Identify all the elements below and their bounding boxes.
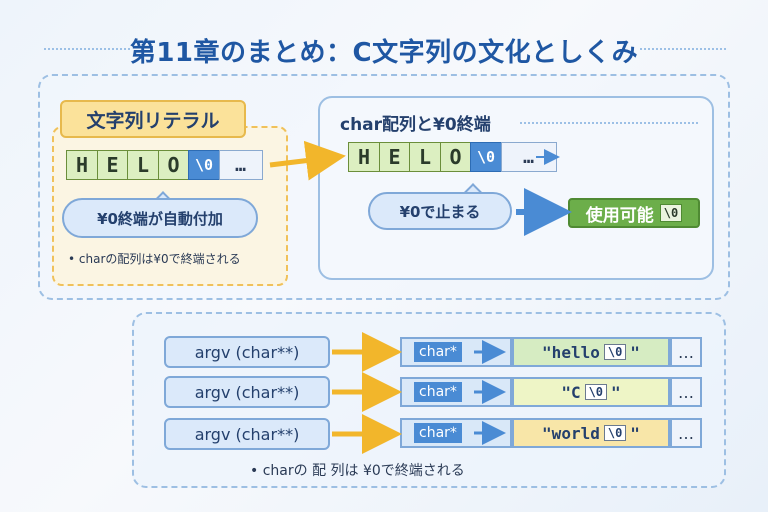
argv-label: argv (char**) [164, 376, 330, 408]
char-pointer-label: char* [414, 423, 462, 443]
nul-chip: \0 [603, 344, 627, 360]
ellipsis-text: … [523, 146, 534, 168]
char-cell: O [439, 142, 472, 172]
string-open: "hello [542, 342, 600, 362]
char-cell: H [348, 142, 380, 172]
nul-cell: \0 [188, 150, 220, 180]
usable-label: 使用可能 [585, 205, 654, 226]
string-box: "C \0 " [512, 377, 670, 407]
stop-at-nul-bubble: ¥0で止まる [368, 192, 512, 230]
ellipsis-cell: … [218, 150, 263, 180]
string-close: " [630, 342, 640, 362]
char-pointer-box: char* [400, 377, 512, 407]
ellipsis-cell: … [670, 377, 702, 407]
char-cell: L [127, 150, 159, 180]
string-open: "world [542, 423, 600, 443]
nul-chip: \0 [603, 425, 627, 441]
char-pointer-label: char* [414, 382, 462, 402]
literal-char-cells: H E L O \0 … [66, 150, 263, 180]
argv-note: • charの 配 列は ¥0で終端される [250, 463, 465, 479]
ellipsis-cell: … [670, 418, 702, 448]
ellipsis-cell: … [500, 142, 557, 172]
argv-label: argv (char**) [164, 336, 330, 368]
string-open: "C [561, 382, 581, 402]
char-cell: E [96, 150, 129, 180]
nul-chip: \0 [584, 384, 608, 400]
char-pointer-box: char* [400, 337, 512, 367]
string-box: "world \0 " [512, 418, 670, 448]
ellipsis-cell: … [670, 337, 702, 367]
string-close: " [630, 423, 640, 443]
header-rule [520, 122, 698, 124]
title-rule-left [44, 48, 130, 50]
literal-note: • charの配列は¥0で終端される [68, 252, 241, 266]
char-cell: E [378, 142, 411, 172]
nul-cell: \0 [470, 142, 502, 172]
char-pointer-box: char* [400, 418, 512, 448]
auto-nul-bubble: ¥0終端が自動付加 [62, 198, 258, 238]
usable-badge: 使用可能 \0 [568, 198, 700, 228]
char-pointer-label: char* [414, 342, 462, 362]
char-cell: O [157, 150, 190, 180]
literal-header: 文字列リテラル [60, 100, 246, 138]
char-array-panel [318, 96, 714, 280]
nul-chip: \0 [659, 204, 683, 222]
char-cell: L [409, 142, 441, 172]
char-array-header: char配列と¥0終端 [340, 115, 491, 135]
array-char-cells: H E L O \0 … [348, 142, 557, 172]
char-cell: H [66, 150, 98, 180]
string-close: " [611, 382, 621, 402]
string-box: "hello \0 " [512, 337, 670, 367]
argv-label: argv (char**) [164, 418, 330, 450]
title-rule-right [640, 48, 726, 50]
page-title: 第11章のまとめ：C文字列の文化としくみ [129, 38, 639, 68]
